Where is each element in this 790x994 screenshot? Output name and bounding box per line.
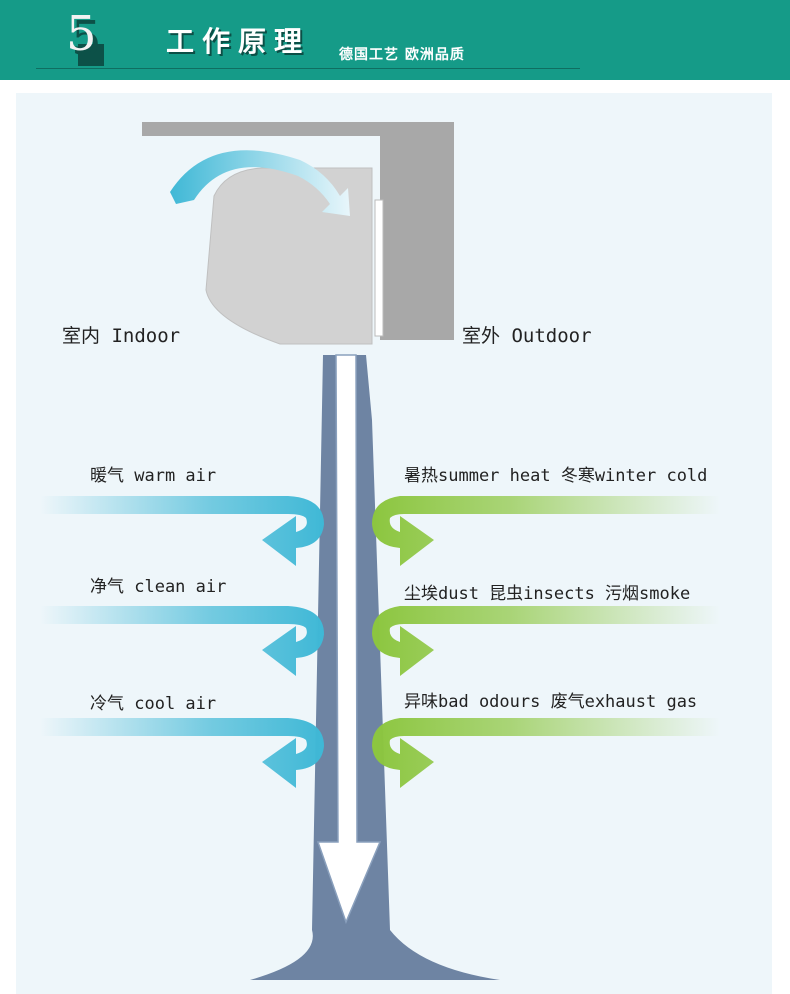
header-banner: 5 工作原理 德国工艺 欧洲品质 <box>0 0 790 80</box>
wall-vent <box>374 199 384 337</box>
left-label-warm-air: 暖气 warm air <box>90 466 217 486</box>
wall-block <box>142 122 454 340</box>
green-arrows <box>372 496 720 788</box>
right-label-pollutants: 尘埃dust 昆虫insects 污烟smoke <box>404 584 691 604</box>
right-label-odours: 异味bad odours 废气exhaust gas <box>404 692 698 712</box>
green-arrow-icon <box>372 718 720 788</box>
blue-arrow-icon <box>40 606 324 676</box>
section-subtitle: 德国工艺 欧洲品质 <box>339 47 465 63</box>
left-label-cool-air: 冷气 cool air <box>90 694 217 714</box>
blue-arrow-icon <box>40 496 324 566</box>
green-arrow-icon <box>372 496 720 566</box>
outdoor-label: 室外 Outdoor <box>462 325 592 347</box>
down-arrow-icon <box>316 354 382 925</box>
blue-arrow-icon <box>40 718 324 788</box>
header-rule <box>36 68 580 69</box>
left-label-clean-air: 净气 clean air <box>90 577 227 597</box>
blue-arrows <box>40 496 324 788</box>
right-label-weather: 暑热summer heat 冬寒winter cold <box>404 466 708 486</box>
indoor-label: 室内 Indoor <box>62 325 181 347</box>
section-number: 5 <box>66 6 97 62</box>
green-arrow-icon <box>372 606 720 676</box>
section-title: 工作原理 <box>166 25 311 58</box>
number-shadow <box>78 44 104 66</box>
intake-arrow-icon <box>170 150 350 216</box>
pipe-duct <box>250 355 500 980</box>
